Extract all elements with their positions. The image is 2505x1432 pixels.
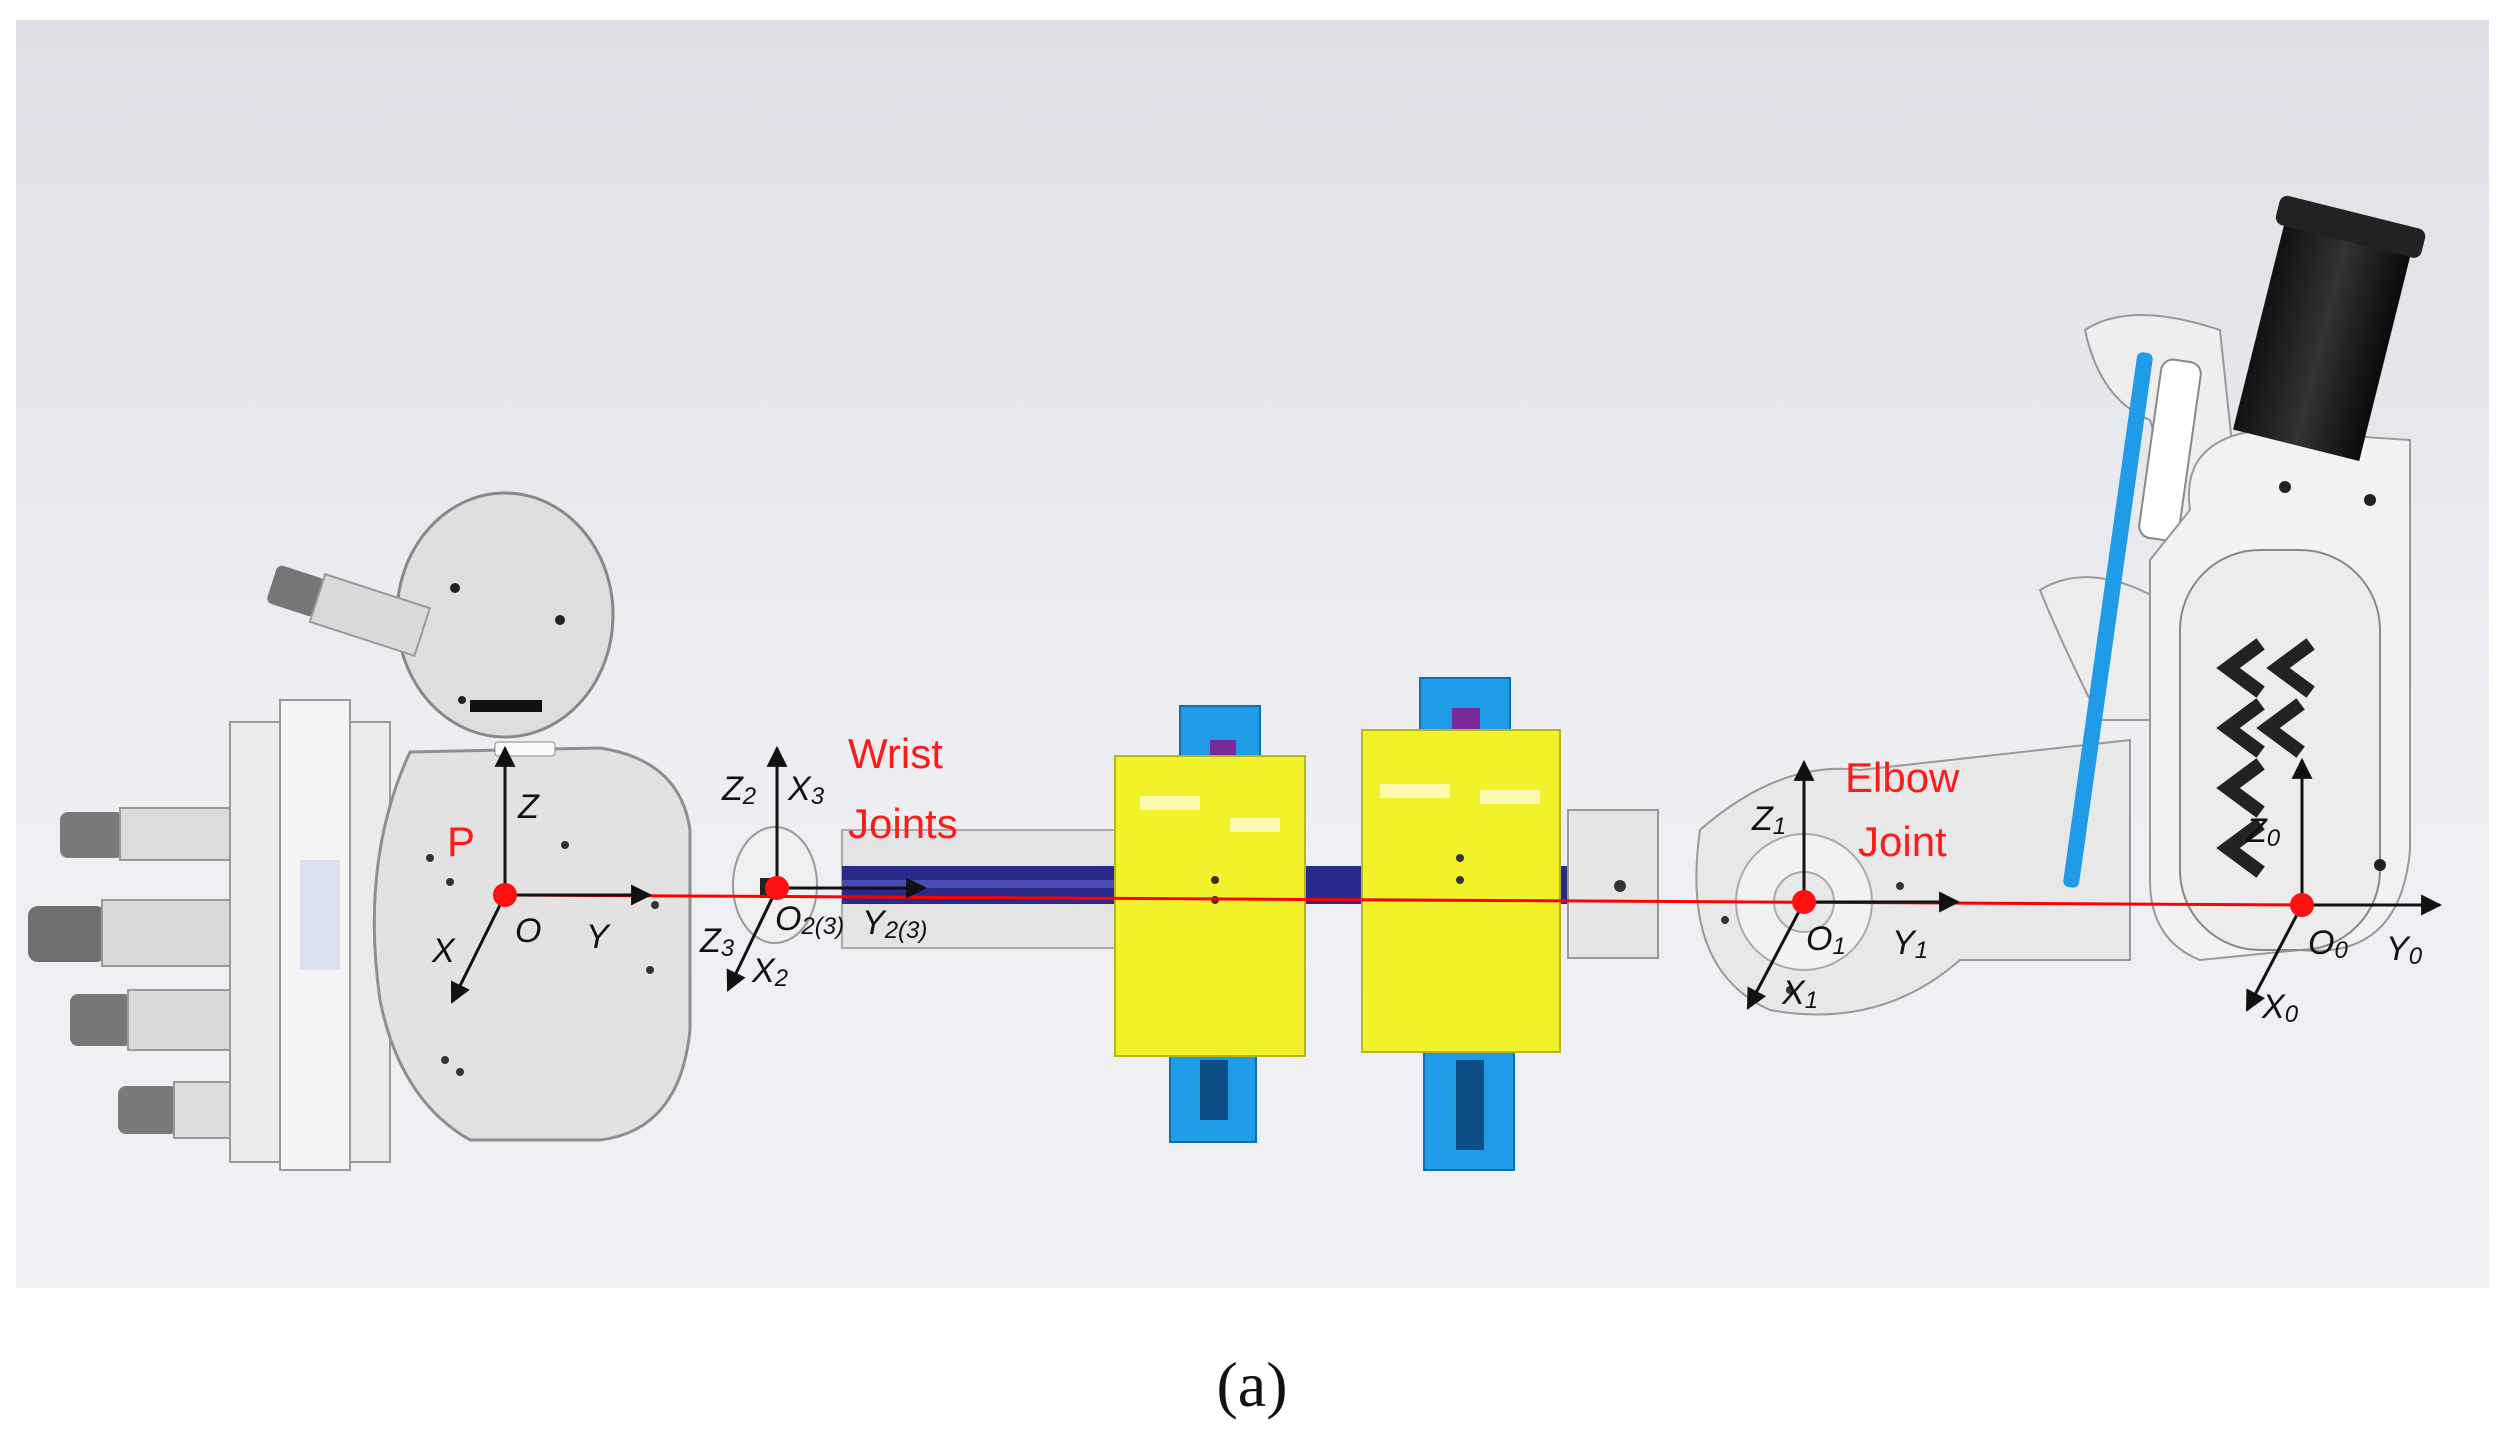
- frame-elbow: Z1 O1 Y1 X1 Elbow Joint: [1746, 754, 1961, 1014]
- axis-label-x1: X1: [1781, 974, 1818, 1014]
- axis-label-y2-3: Y2(3): [862, 904, 927, 944]
- origin-marker-o2: [765, 876, 789, 900]
- forearm-cuff-2: [1361, 677, 1561, 1171]
- axis-label-y: Y: [586, 918, 611, 956]
- axis-label-o: O: [515, 912, 541, 950]
- axis-label-z: Z: [517, 788, 540, 826]
- axis-label-o0: O0: [2308, 924, 2348, 964]
- origin-marker-o0: [2290, 893, 2314, 917]
- axis-label-z3: Z3: [699, 922, 735, 962]
- axis-label-z2: Z2: [721, 770, 756, 810]
- axis-label-z1: Z1: [1751, 800, 1786, 840]
- origin-marker-o1: [1792, 890, 1816, 914]
- axis-label-y0: Y0: [2386, 930, 2423, 970]
- axis-label-o1: O1: [1806, 920, 1846, 960]
- label-wrist-joints-line2: Joints: [848, 800, 958, 847]
- label-p: P: [447, 818, 475, 865]
- finger-thumb: [267, 565, 432, 657]
- figure-caption: (a): [1216, 1349, 1287, 1420]
- label-elbow-joint-line2: Joint: [1858, 818, 1947, 865]
- elbow-motor: [2233, 195, 2426, 461]
- label-elbow-joint-line1: Elbow: [1845, 754, 1960, 801]
- axis-label-z0: Z0: [2245, 812, 2281, 852]
- robotic-hand: [28, 491, 692, 1171]
- axis-label-x0: X0: [2261, 988, 2299, 1028]
- chevron-marks: [2216, 638, 2315, 878]
- frame-hand: P Z O Y X: [431, 745, 653, 1004]
- label-wrist-joints-line1: Wrist: [848, 730, 943, 777]
- axis-label-y1: Y1: [1892, 924, 1928, 964]
- axis-label-o2-3: O2(3): [775, 900, 844, 940]
- axis-label-x: X: [431, 932, 456, 970]
- axis-label-x2: X2: [751, 952, 788, 992]
- palm-plate: [372, 746, 692, 1142]
- axis-label-x3: X3: [787, 770, 825, 810]
- frame-base: Z0 O0 Y0 X0: [2245, 757, 2443, 1028]
- origin-marker-o: [493, 883, 517, 907]
- frame-wrist: Z2 X3 Z3 O2(3) Y2(3) X2 Wrist Joints: [699, 730, 958, 992]
- forearm-cuff-1: [1114, 705, 1306, 1143]
- kinematic-reference-line: [504, 893, 2303, 907]
